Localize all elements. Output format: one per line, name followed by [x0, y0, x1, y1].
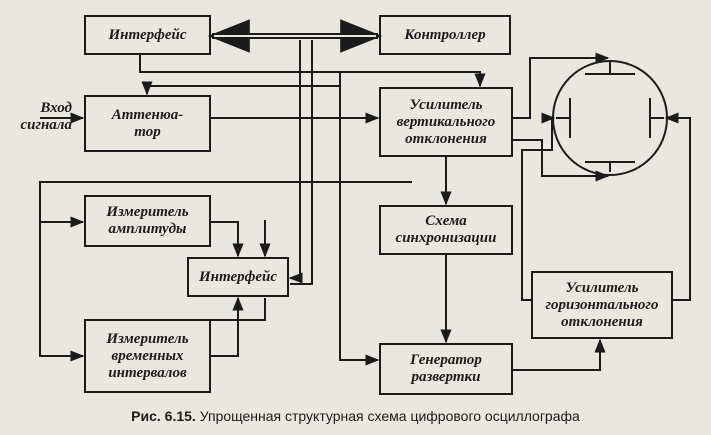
figure-caption-text: Упрощенная структурная схема цифрового о… [199, 408, 580, 424]
sync-circuit-block: Схема синхронизации [395, 213, 497, 246]
horizontal-amp-block: Усилитель горизонтального отклонения [545, 279, 659, 330]
attenuator-block: Аттенюа- тор [111, 106, 184, 140]
time-meter-block: Измеритель временных интервалов [106, 330, 189, 381]
figure-caption: Рис. 6.15. Упрощенная структурная схема … [0, 408, 711, 424]
interface-mid-frame [187, 257, 289, 297]
controller-block: Контроллер [404, 26, 486, 43]
attenuator-frame [84, 95, 211, 152]
interface-mid-block: Интерфейс [198, 268, 278, 285]
interface-top-block: Интерфейс [108, 26, 187, 43]
horizontal-amp-frame [531, 271, 673, 339]
vertical-amp-block: Усилитель вертикального отклонения [396, 96, 496, 147]
amplitude-meter-block: Измеритель амплитуды [106, 204, 189, 237]
figure-number: Рис. 6.15. [131, 408, 196, 424]
sweep-generator-block: Генератор развертки [410, 352, 482, 385]
input-label: Вход сигнала [20, 100, 72, 133]
